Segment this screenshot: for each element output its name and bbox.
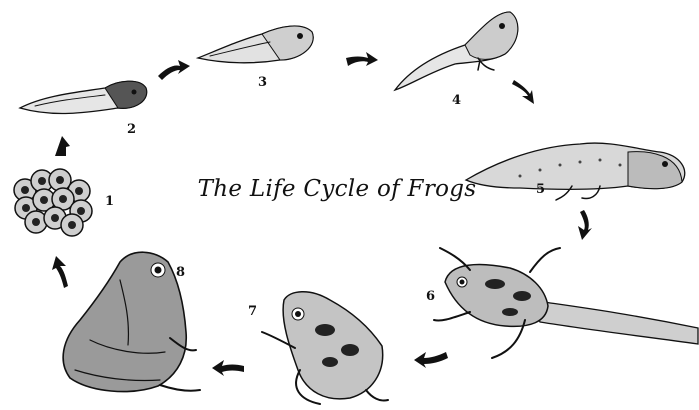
stage-number-1: 1 — [105, 194, 114, 209]
arrow-7-to-8-icon — [212, 360, 244, 376]
tadpole-icon — [198, 26, 313, 63]
tadpole-with-hind-legs-icon — [395, 12, 518, 90]
stage-number-6: 6 — [426, 289, 435, 304]
stage-number-7: 7 — [248, 304, 257, 319]
arrow-3-to-4-icon — [346, 52, 378, 66]
arrow-2-to-3-icon — [158, 60, 190, 80]
diagram-title: The Life Cycle of Frogs — [198, 176, 477, 202]
arrow-5-to-6-icon — [578, 210, 592, 240]
arrow-8-to-1-icon — [52, 256, 68, 288]
tadpole-with-legs-icon — [466, 143, 685, 200]
stage-number-4: 4 — [452, 93, 461, 108]
stage-number-5: 5 — [536, 182, 545, 197]
stage-number-3: 3 — [258, 75, 267, 90]
hatchling-tadpole-icon — [20, 81, 147, 113]
arrow-6-to-7-icon — [414, 352, 448, 368]
young-frog-icon — [262, 292, 388, 404]
frog-eggs-icon — [14, 169, 92, 236]
arrow-4-to-5-icon — [512, 80, 534, 104]
stage-number-2: 2 — [127, 122, 136, 137]
froglet-with-tail-icon — [434, 248, 698, 358]
stage-number-8: 8 — [176, 265, 185, 280]
arrow-1-to-2-icon — [55, 136, 70, 156]
